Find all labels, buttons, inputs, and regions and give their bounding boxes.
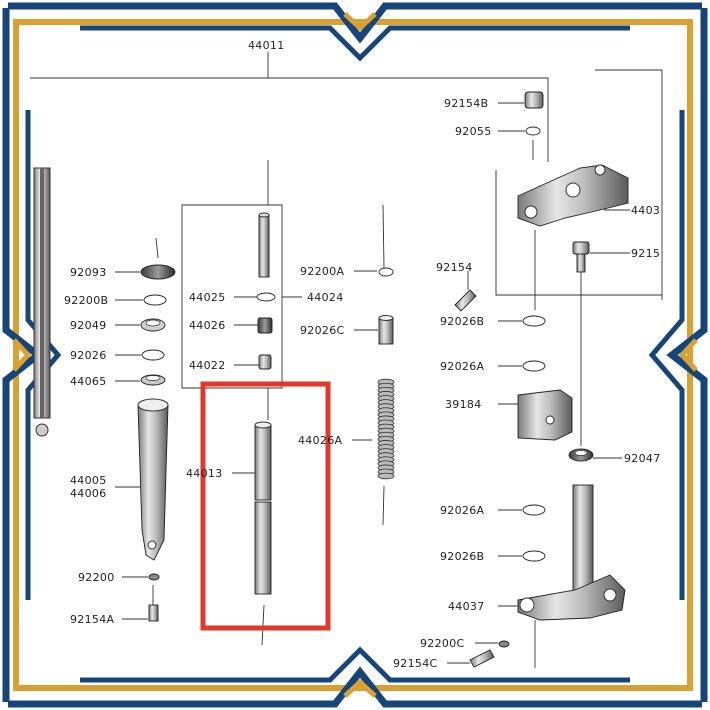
label-92154: 92154 xyxy=(436,261,473,274)
frame-gold-notch-right xyxy=(678,338,698,372)
part-92154-bolt xyxy=(454,289,477,312)
part-44005-outer-tube xyxy=(137,404,169,561)
part-44013-inner-tube-upper xyxy=(254,424,272,501)
label-92055: 92055 xyxy=(455,125,492,138)
label-92047: 92047 xyxy=(624,452,661,465)
part-44025-ring xyxy=(256,292,276,302)
label-44026: 44026 xyxy=(189,319,226,332)
label-92154B: 92154B xyxy=(444,97,488,110)
highlight-box-44013 xyxy=(200,381,331,631)
frame-blue-left xyxy=(2,8,44,702)
part-44026-piston xyxy=(257,317,273,334)
part-92026-ring xyxy=(141,349,165,361)
label-9215: 9215 xyxy=(631,247,660,260)
label-44026A: 44026A xyxy=(298,434,342,447)
right-column-parts xyxy=(447,91,630,668)
label-92026A-1: 92026A xyxy=(440,360,484,373)
frame-gold-notch-left xyxy=(12,338,32,372)
label-92093: 92093 xyxy=(70,266,107,279)
label-39184: 39184 xyxy=(445,398,482,411)
part-92026B-ring-1 xyxy=(522,315,546,327)
label-92026B-1: 92026B xyxy=(440,315,484,328)
part-92026A-ring-2 xyxy=(522,504,546,516)
part-92055-oring xyxy=(525,126,541,136)
part-92154C-bolt xyxy=(469,649,495,668)
outer-tube-left-edge xyxy=(33,167,51,437)
part-9215-bolt xyxy=(572,241,590,255)
part-92200B-washer xyxy=(143,294,167,306)
label-92026C: 92026C xyxy=(300,324,344,337)
label-44024: 44024 xyxy=(307,291,344,304)
label-44005: 44005 xyxy=(70,474,107,487)
left-column-parts xyxy=(115,237,176,622)
label-92154C: 92154C xyxy=(393,657,437,670)
label-44025: 44025 xyxy=(189,291,226,304)
spring-column-parts xyxy=(352,204,395,526)
frame-blue-bottom xyxy=(8,666,702,708)
label-texts: 44011 92154B 92055 4403 9215 92093 92200… xyxy=(64,39,661,670)
label-44065: 44065 xyxy=(70,375,107,388)
spring-coil xyxy=(377,472,395,480)
part-92026C-spacer xyxy=(378,317,394,345)
label-92026B-2: 92026B xyxy=(440,550,484,563)
part-44013-inner-tube-lower xyxy=(254,501,272,595)
label-92200C: 92200C xyxy=(420,637,464,650)
frame-blue-right xyxy=(666,8,708,702)
label-44006: 44006 xyxy=(70,487,107,500)
label-92154A: 92154A xyxy=(70,613,114,626)
part-92093-seal xyxy=(140,264,176,280)
part-44037-steering-stem xyxy=(572,484,594,596)
part-92026A-ring-1 xyxy=(522,360,546,372)
part-damper-rod xyxy=(258,214,270,278)
part-92200-washer xyxy=(148,573,160,581)
part-92026B-ring-2 xyxy=(522,550,546,562)
frame-blue-left-inner xyxy=(25,110,62,600)
label-92026A-2: 92026A xyxy=(440,504,484,517)
label-44011: 44011 xyxy=(248,39,285,52)
frame-gold-notch-top xyxy=(343,12,377,32)
label-92049: 92049 xyxy=(70,319,107,332)
part-44022-collar xyxy=(258,354,272,370)
label-92200: 92200 xyxy=(78,571,115,584)
frame-blue-top xyxy=(8,2,702,44)
center-column-parts xyxy=(232,212,302,646)
part-39184-bracket xyxy=(517,389,573,441)
frame-blue-top-inner xyxy=(80,25,630,62)
part-92154B-cap xyxy=(524,91,544,109)
frame-blue-right-inner xyxy=(648,110,685,600)
label-92200B: 92200B xyxy=(64,294,108,307)
label-4403: 4403 xyxy=(631,204,660,217)
label-92200A: 92200A xyxy=(300,265,344,278)
frame-gold-notch-bottom xyxy=(343,678,377,698)
group-lines xyxy=(30,52,663,420)
part-92200C-washer xyxy=(498,640,510,648)
label-92026: 92026 xyxy=(70,349,107,362)
label-44013: 44013 xyxy=(186,467,223,480)
label-44037: 44037 xyxy=(448,600,485,613)
part-92200A-washer xyxy=(378,267,394,277)
part-44037-lower-clamp xyxy=(517,574,626,621)
label-44022: 44022 xyxy=(189,359,226,372)
part-92154A-bolt xyxy=(148,604,159,622)
frame-blue-bottom-inner xyxy=(80,646,630,683)
part-44026A-spring xyxy=(377,378,395,480)
